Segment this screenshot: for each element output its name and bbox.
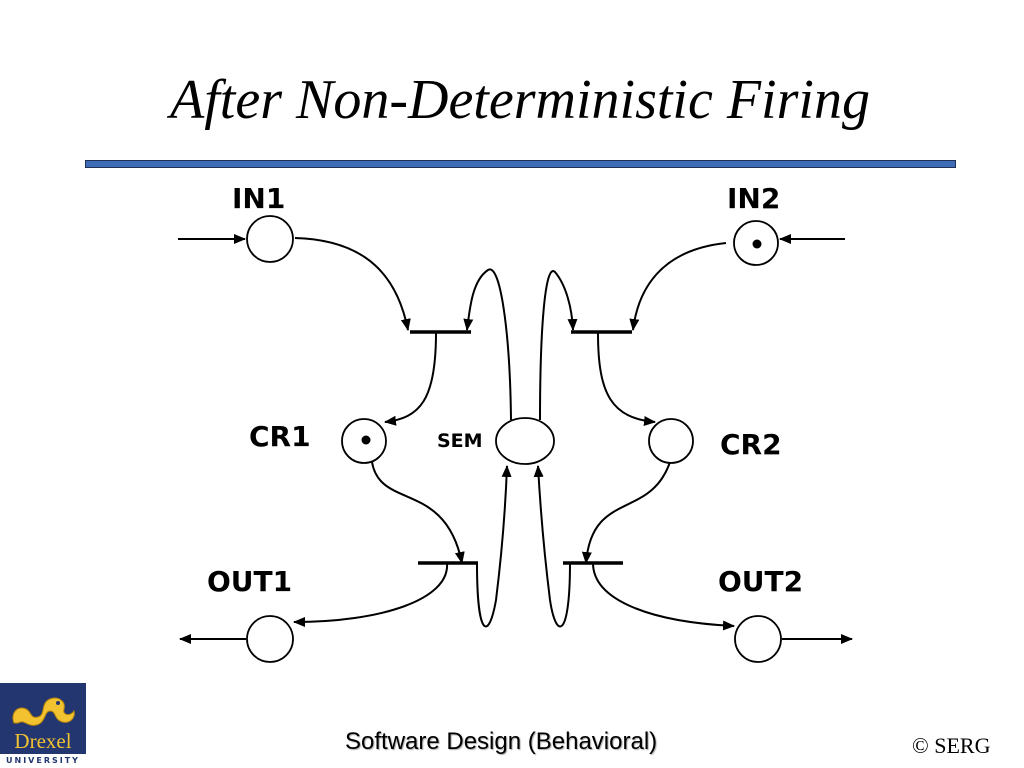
dragon-icon [12, 697, 75, 726]
place-sem [495, 417, 555, 465]
copyright: © SERG [912, 733, 991, 758]
arc-t4-sem [533, 465, 571, 628]
label-cr1: CR1 [249, 420, 311, 453]
arc-cr1-t3 [371, 461, 465, 564]
place-out1 [246, 615, 294, 663]
title-divider [85, 160, 956, 168]
token-in2 [752, 239, 762, 249]
arc-in1-t1 [294, 237, 411, 331]
arc-t3-sem [476, 465, 512, 628]
arc-in2-t2 [629, 242, 727, 331]
slide-title: After Non-Deterministic Firing [170, 69, 870, 131]
label-out2: OUT2 [718, 565, 803, 598]
drexel-logo: Drexel UNIVERSITY [0, 683, 86, 768]
arc-t4-out2 [592, 562, 735, 631]
arc-cr2-t4 [581, 461, 671, 564]
transitions [410, 330, 632, 565]
token-cr1 [361, 435, 371, 445]
logo-university: UNIVERSITY [0, 754, 86, 768]
arc-t3-out1 [293, 562, 449, 627]
label-cr2: CR2 [720, 428, 782, 461]
places [246, 215, 782, 663]
arc-sem-t2 [539, 270, 578, 421]
place-cr2 [648, 418, 694, 464]
logo-wordmark: Drexel [14, 729, 72, 753]
arcs [178, 234, 853, 644]
arc-sem-t1 [463, 268, 512, 421]
tokens [361, 239, 762, 445]
arc-t2-cr2 [597, 332, 656, 426]
place-in1 [246, 215, 294, 263]
arc-t1-cr1 [384, 332, 437, 426]
slide-footer: Software Design (Behavioral) [345, 728, 658, 755]
place-labels: IN1 IN2 CR1 CR2 SEM OUT1 OUT2 [207, 182, 803, 598]
label-in2: IN2 [727, 182, 780, 215]
label-sem: SEM [437, 430, 483, 452]
label-in1: IN1 [232, 182, 285, 215]
place-out2 [734, 615, 782, 663]
label-out1: OUT1 [207, 565, 292, 598]
